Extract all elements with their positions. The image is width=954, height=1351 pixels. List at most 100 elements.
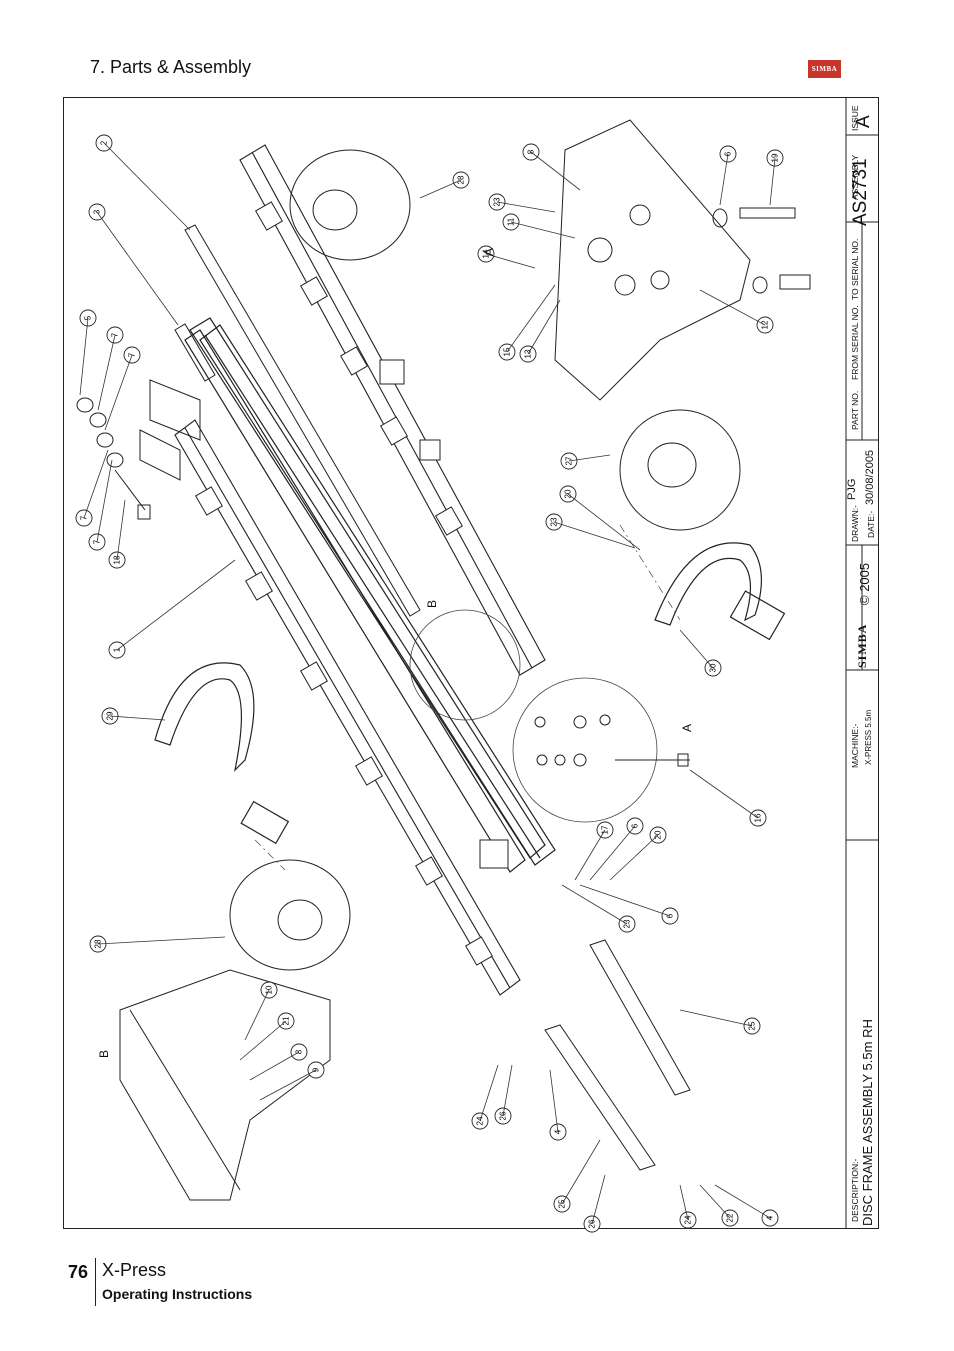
callout-leader-8 [530,151,581,191]
callout-leader-24 [479,1064,499,1122]
toolbar-brackets [195,201,509,966]
detail-view-b: B [97,1049,111,1058]
callout-leader-23 [496,201,556,213]
callout-leader-3 [96,211,179,326]
headstock-hitch [139,379,201,481]
disc-bottom-28 [229,859,351,971]
callout-leader-6 [579,884,671,917]
callout-leader-16 [689,769,759,819]
callout-leader-20 [609,834,659,881]
callout-leader-9 [259,1069,317,1101]
toolbar-rear [239,144,546,676]
toolbar-front [174,419,521,996]
callout-number-19: 19 [771,153,780,162]
page-number: 76 [68,1262,89,1282]
callout-leader-25 [561,1139,601,1205]
tb-date-label: DATE:- [866,510,876,538]
tb-from-serial-label: FROM SERIAL NO. [850,305,860,380]
bolt-18 [76,397,151,520]
detail-b-view [119,969,331,1201]
bolt-16 [534,714,690,767]
callout-number-23: 23 [550,517,559,526]
callout-leader-8 [249,1051,300,1081]
callout-number-14: 14 [482,249,491,258]
callout-number-21: 21 [282,1016,291,1025]
callout-number-28: 28 [457,175,466,184]
callout-leader-29 [109,715,166,721]
callout-number-6: 6 [631,823,640,828]
footer-divider [95,1258,96,1306]
callout-leader-28 [419,179,462,199]
callout-leader-22 [699,1184,731,1219]
callout-number-5: 5 [84,315,93,320]
callout-number-7: 7 [111,332,120,337]
callout-leader-14 [485,253,536,269]
callout-leader-18 [116,499,126,561]
drawing-frame [63,97,879,1229]
callout-leader-19 [769,157,776,206]
tb-date: 30/08/2005 [864,449,876,505]
detail-circles [409,609,658,823]
callout-leader-4 [714,1184,771,1219]
section-title: 7. Parts & Assembly [90,57,252,77]
detail-view-a: A [482,247,496,256]
callout-leader-15 [506,284,556,353]
detail-a-view [554,119,751,401]
callout-leader-7 [83,449,109,519]
callout-leader-24 [679,1184,689,1221]
callout-leader-6 [719,153,729,206]
tb-copyright: © 2005 [857,562,872,605]
callout-number-23: 23 [493,197,502,206]
callout-leader-12 [699,289,766,326]
callout-leader-26 [591,1174,606,1225]
callout-leader-11 [510,221,576,239]
callout-number-9: 9 [312,1067,321,1072]
callout-number-29: 29 [106,711,115,720]
simba-logo: SIMBA [808,60,841,78]
callout-number-17: 17 [601,825,610,834]
callout-leader-7 [97,334,116,411]
callout-leader-4 [549,1069,559,1133]
callout-leader-27 [568,454,611,462]
leader-lines [79,142,776,1225]
tb-drawn: PJG [846,478,858,500]
detail-label-a: A [680,723,694,732]
disc-arm-30 [654,542,786,641]
tb-issue: A [853,115,874,128]
top-link-25 [544,939,691,1171]
callout-leader-13 [527,299,561,355]
tb-assembly-no: AS2731 [850,158,871,226]
pin-19 [712,207,811,294]
tb-machine-label: MACHINE:- [850,723,860,768]
tb-machine: X-PRESS 5.5m [864,709,873,765]
callout-leader-7 [104,354,133,431]
tb-description-label: DESCRIPTION:- [850,1158,860,1222]
tb-to-serial-label: TO SERIAL NO. [850,238,860,300]
callout-number-11: 11 [507,217,516,226]
callout-number-10: 10 [265,985,274,994]
tb-description: DISC FRAME ASSEMBLY 5.5m RH [860,1019,875,1226]
disc-rear [289,149,411,261]
callout-number-7: 7 [128,352,137,357]
disc-arm-29 [154,662,290,845]
callout-leader-25 [679,1009,753,1027]
detail-label-b: B [425,599,439,608]
callout-leader-21 [239,1020,287,1061]
tb-part-no-label: PART NO. [850,390,860,430]
callout-number-20: 20 [654,830,663,839]
callout-number-20: 20 [564,489,573,498]
callout-leader-7 [96,459,113,543]
tb-simba-logo: SIMBA [855,623,869,668]
callout-number-8: 8 [527,149,536,154]
callout-number-2: 2 [100,140,109,145]
callout-number-8: 8 [295,1049,304,1054]
title-block-lines [845,97,879,1229]
main-frame-beam [184,317,556,873]
callout-leader-5 [79,317,89,396]
callout-leader-30 [679,629,714,669]
callout-leader-1 [116,559,236,651]
callout-leader-6 [589,825,636,881]
callout-leader-23 [553,521,636,549]
callout-leader-26 [502,1064,513,1117]
